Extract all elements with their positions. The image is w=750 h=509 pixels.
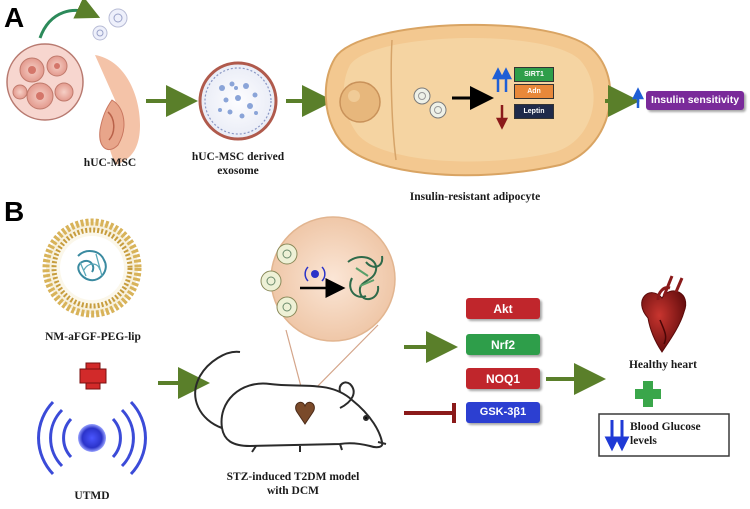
ultrasound-wave-icon <box>37 400 147 476</box>
heart-icon <box>641 275 687 353</box>
akt-box: Akt <box>466 298 540 319</box>
panel-label-a: A <box>4 2 25 33</box>
zoom-circle <box>260 216 396 399</box>
sirt1-box: SIRT1 <box>514 67 554 82</box>
cell-culture-icon <box>6 43 84 121</box>
exosome-vesicle-icon <box>92 8 128 41</box>
blood-glucose-line1: Blood Glucose <box>630 421 701 433</box>
leptin-box: Leptin <box>514 104 554 119</box>
mouse-model-line1: STZ-induced T2DM model <box>226 471 360 483</box>
liposome-icon <box>42 218 142 318</box>
blood-glucose-line2: levels <box>630 435 657 447</box>
plus-icon <box>79 362 107 390</box>
mouse-model-line2: with DCM <box>266 485 320 497</box>
noq1-box: NOQ1 <box>466 368 540 389</box>
panel-label-b: B <box>4 196 25 227</box>
nrf2-box: Nrf2 <box>466 334 540 355</box>
inhibit-line <box>404 403 456 423</box>
insulin-up-arrow <box>631 87 645 108</box>
plus-icon <box>635 381 661 407</box>
blood-glucose-label: Blood Glucose levels <box>630 420 728 448</box>
healthy-heart-label: Healthy heart <box>628 359 698 371</box>
utmd-label: UTMD <box>74 490 110 502</box>
exosome-vesicle-icon <box>198 61 278 141</box>
adipocyte-label: Insulin-resistant adipocyte <box>409 191 541 203</box>
gsk-box: GSK-3β1 <box>466 402 540 423</box>
upregulation-arrows <box>491 67 513 92</box>
downregulation-arrow <box>495 105 509 130</box>
heart-icon <box>295 401 315 425</box>
glucose-down-arrows <box>604 420 630 452</box>
adipocyte-cell-icon <box>324 23 612 177</box>
mouse-model-label: STZ-induced T2DM model with DCM <box>208 470 378 498</box>
huc-msc-label: hUC-MSC <box>83 157 137 169</box>
mouse-icon <box>194 350 387 453</box>
insulin-sensitivity-box: Insulin sensitivity <box>646 91 744 110</box>
pregnant-woman-icon <box>95 55 140 165</box>
liposome-label: NM-aFGF-PEG-lip <box>45 331 141 343</box>
exosome-label-line2: exosome <box>217 165 259 177</box>
protein-icon <box>347 255 384 301</box>
exosome-label-line1: hUC-MSC derived <box>191 151 285 163</box>
exosome-label: hUC-MSC derived exosome <box>180 150 296 178</box>
adn-box: Adn <box>514 84 554 99</box>
